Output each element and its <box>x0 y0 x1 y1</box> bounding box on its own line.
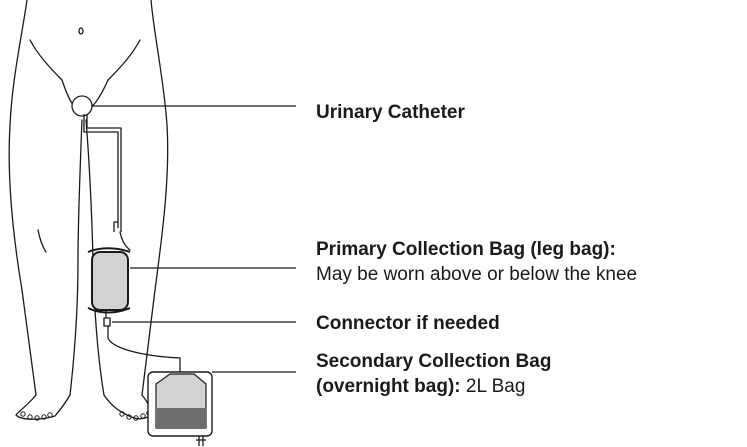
drain-tube <box>108 338 180 376</box>
catheter-insertion-circle <box>72 96 92 116</box>
hip-crease-left <box>30 40 62 80</box>
urinary-catheter-text: Urinary Catheter <box>316 102 465 123</box>
torso-right-outline <box>142 0 168 395</box>
label-connector: Connector if needed <box>316 311 500 336</box>
left-leg-inner <box>70 120 82 395</box>
torso-left-outline <box>9 0 36 395</box>
label-urinary-catheter: Urinary Catheter <box>316 100 465 125</box>
primary-collection-bag <box>92 252 128 310</box>
label-primary-bag: Primary Collection Bag (leg bag): May be… <box>316 237 637 287</box>
secondary-bag-title-2: (overnight bag): <box>316 376 461 397</box>
primary-bag-title: Primary Collection Bag (leg bag): <box>316 239 616 260</box>
secondary-bag-title: Secondary Collection Bag <box>316 351 551 372</box>
connector-piece <box>104 318 110 326</box>
bag-drain-valve <box>196 436 206 446</box>
left-knee-crease <box>38 230 46 252</box>
navel <box>79 28 83 34</box>
right-knee-crease <box>120 232 130 250</box>
secondary-bag-note: 2L Bag <box>466 376 526 397</box>
primary-bag-note: May be worn above or below the knee <box>316 264 637 285</box>
label-secondary-bag: Secondary Collection Bag (overnight bag)… <box>316 349 551 399</box>
hip-crease-right <box>108 40 140 80</box>
connector-text: Connector if needed <box>316 313 500 334</box>
secondary-bag-fluid <box>156 408 206 428</box>
